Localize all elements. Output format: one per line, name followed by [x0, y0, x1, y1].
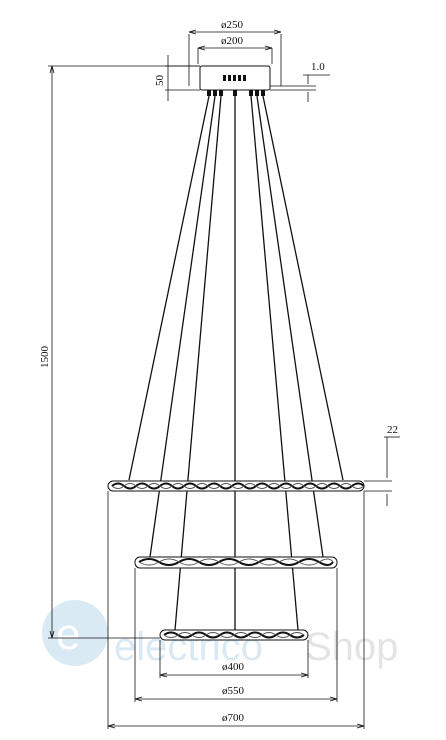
- canopy-thickness: 1.0: [311, 61, 325, 73]
- canopy-height: 50: [154, 75, 166, 87]
- overall-height-dimension: [48, 65, 200, 639]
- ring-height: 22: [387, 424, 398, 436]
- watermark: e electrico Shop: [42, 600, 398, 669]
- ring-height-dimension: [364, 436, 400, 506]
- ring-large: [107, 480, 365, 492]
- canopy: [199, 65, 271, 96]
- canopy-outer-diameter: ø250: [221, 19, 244, 31]
- watermark-brand-part2: Shop: [305, 625, 398, 669]
- canopy-led-slots: [223, 75, 246, 81]
- canopy-inner-diameter: ø200: [221, 35, 244, 47]
- ring-large-twist: [111, 482, 365, 490]
- ring-large-diameter: ø700: [222, 712, 245, 724]
- ring-medium: [134, 556, 338, 569]
- ring-small: [159, 629, 309, 641]
- suspension-length: 1500: [39, 346, 51, 369]
- suspension-cables: [128, 95, 344, 631]
- watermark-logo-circle: [42, 600, 108, 666]
- cable-clamps: [207, 90, 265, 96]
- ring-medium-diameter: ø550: [222, 685, 245, 697]
- watermark-logo-glyph: e: [56, 610, 80, 659]
- ring-small-diameter: ø400: [222, 661, 245, 673]
- ring-diameter-dimensions: [107, 491, 365, 729]
